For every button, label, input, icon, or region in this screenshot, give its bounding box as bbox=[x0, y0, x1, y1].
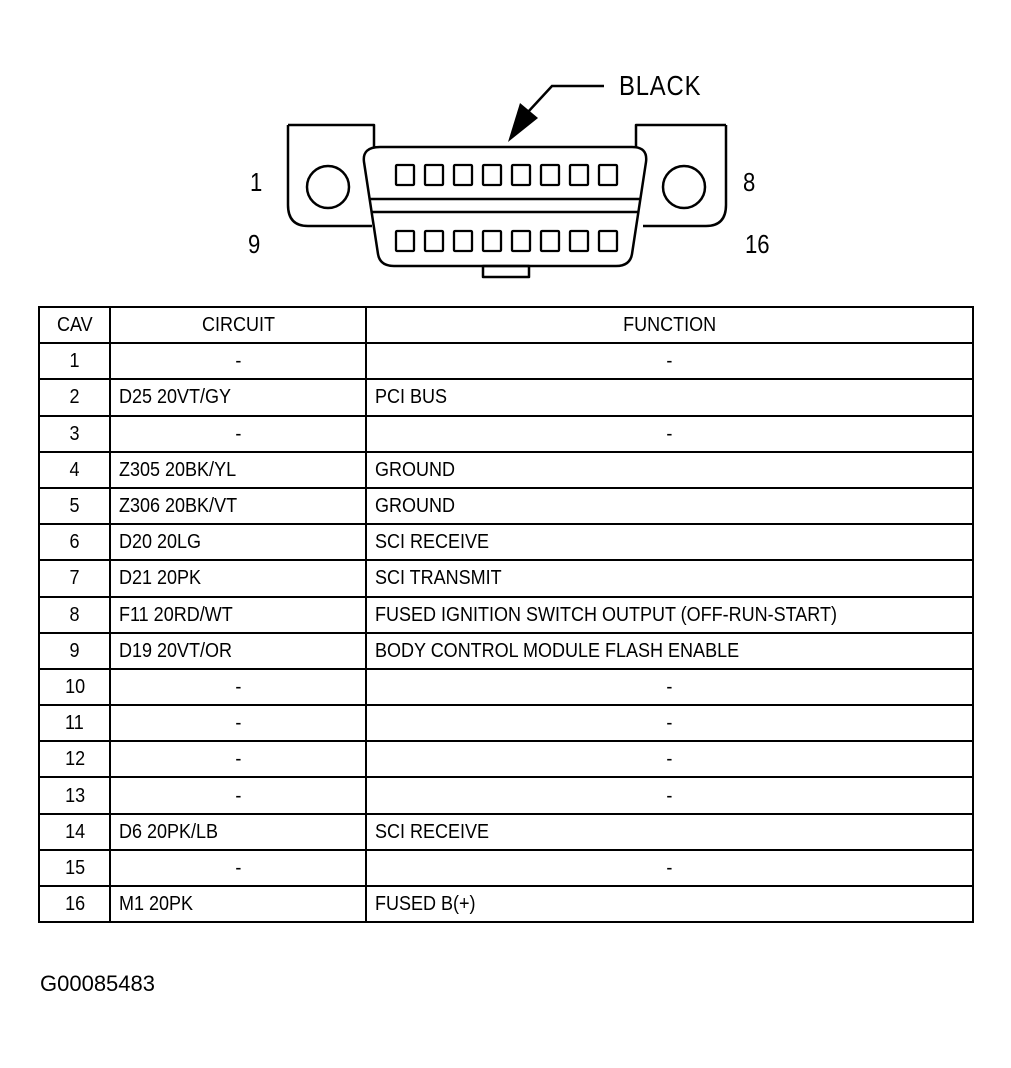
circuit-cell: D6 20PK/LB bbox=[109, 812, 368, 851]
function-cell: BODY CONTROL MODULE FLASH ENABLE bbox=[365, 631, 974, 670]
function-cell: GROUND bbox=[365, 486, 974, 526]
cav-cell: 2 bbox=[37, 378, 112, 417]
function-cell: FUSED B(+) bbox=[365, 884, 974, 924]
table-row: 11-- bbox=[37, 704, 974, 743]
function-cell: - bbox=[365, 342, 974, 381]
connector-diagram bbox=[286, 84, 728, 279]
connector-key-tab bbox=[481, 264, 531, 279]
circuit-cell: - bbox=[109, 740, 368, 779]
circuit-cell: D19 20VT/OR bbox=[109, 631, 368, 670]
cav-cell: 13 bbox=[37, 776, 112, 815]
function-cell: SCI RECEIVE bbox=[365, 523, 974, 562]
cav-cell: 6 bbox=[37, 523, 112, 562]
function-cell: - bbox=[365, 414, 974, 453]
table-row: 3-- bbox=[37, 414, 974, 453]
cav-cell: 11 bbox=[37, 704, 112, 743]
header-cav: CAV bbox=[37, 305, 112, 345]
circuit-cell: - bbox=[109, 667, 368, 707]
function-cell: - bbox=[365, 776, 974, 815]
circuit-cell: D21 20PK bbox=[109, 559, 368, 598]
cav-cell: 15 bbox=[37, 848, 112, 888]
table-row: 10-- bbox=[37, 667, 974, 707]
circuit-cell: - bbox=[109, 848, 368, 888]
circuit-cell: - bbox=[109, 704, 368, 743]
leader-arrow bbox=[508, 84, 604, 142]
pin-cavities bbox=[394, 163, 619, 253]
function-cell: - bbox=[365, 848, 974, 888]
cav-cell: 12 bbox=[37, 740, 112, 779]
function-cell: SCI TRANSMIT bbox=[365, 559, 974, 598]
circuit-cell: - bbox=[109, 342, 368, 381]
pin-number-bottom-left: 9 bbox=[248, 229, 261, 259]
function-cell: - bbox=[365, 667, 974, 707]
circuit-cell: D25 20VT/GY bbox=[109, 378, 368, 417]
header-circuit: CIRCUIT bbox=[109, 305, 368, 345]
cav-cell: 10 bbox=[37, 667, 112, 707]
figure-id: G00085483 bbox=[40, 971, 155, 996]
pin-number-top-left: 1 bbox=[250, 167, 263, 197]
cav-cell: 9 bbox=[37, 631, 112, 670]
connector-color-label: BLACK bbox=[619, 70, 702, 101]
function-cell: GROUND bbox=[365, 450, 974, 489]
cav-cell: 5 bbox=[37, 486, 112, 526]
function-cell: FUSED IGNITION SWITCH OUTPUT (OFF-RUN-ST… bbox=[365, 595, 974, 634]
cav-cell: 16 bbox=[37, 884, 112, 924]
cav-cell: 4 bbox=[37, 450, 112, 489]
function-cell: - bbox=[365, 740, 974, 779]
table-row: 13-- bbox=[37, 776, 974, 815]
circuit-cell: F11 20RD/WT bbox=[109, 595, 368, 634]
cav-cell: 14 bbox=[37, 812, 112, 851]
circuit-cell: Z305 20BK/YL bbox=[109, 450, 368, 489]
pin-number-top-right: 8 bbox=[743, 167, 756, 197]
right-mounting-hole bbox=[661, 164, 707, 210]
table-row: 1-- bbox=[37, 342, 974, 381]
pin-number-bottom-right: 16 bbox=[745, 229, 770, 259]
function-cell: - bbox=[365, 704, 974, 743]
left-mounting-ear bbox=[288, 123, 376, 147]
right-mounting-ear bbox=[634, 123, 726, 147]
circuit-cell: M1 20PK bbox=[109, 884, 368, 924]
table-row: 12-- bbox=[37, 740, 974, 779]
cav-cell: 1 bbox=[37, 342, 112, 381]
cav-cell: 7 bbox=[37, 559, 112, 598]
cav-cell: 8 bbox=[37, 595, 112, 634]
function-cell: PCI BUS bbox=[365, 378, 974, 417]
connector-body bbox=[362, 145, 648, 268]
circuit-cell: - bbox=[109, 776, 368, 815]
table-header-row: CAV CIRCUIT FUNCTION bbox=[37, 305, 974, 345]
right-flange bbox=[643, 125, 728, 228]
left-mounting-hole bbox=[305, 164, 351, 210]
circuit-cell: Z306 20BK/VT bbox=[109, 486, 368, 526]
left-flange bbox=[286, 125, 372, 228]
function-cell: SCI RECEIVE bbox=[365, 812, 974, 851]
circuit-cell: - bbox=[109, 414, 368, 453]
header-function: FUNCTION bbox=[365, 305, 974, 345]
cav-cell: 3 bbox=[37, 414, 112, 453]
table-row: 15-- bbox=[37, 848, 974, 888]
circuit-cell: D20 20LG bbox=[109, 523, 368, 562]
